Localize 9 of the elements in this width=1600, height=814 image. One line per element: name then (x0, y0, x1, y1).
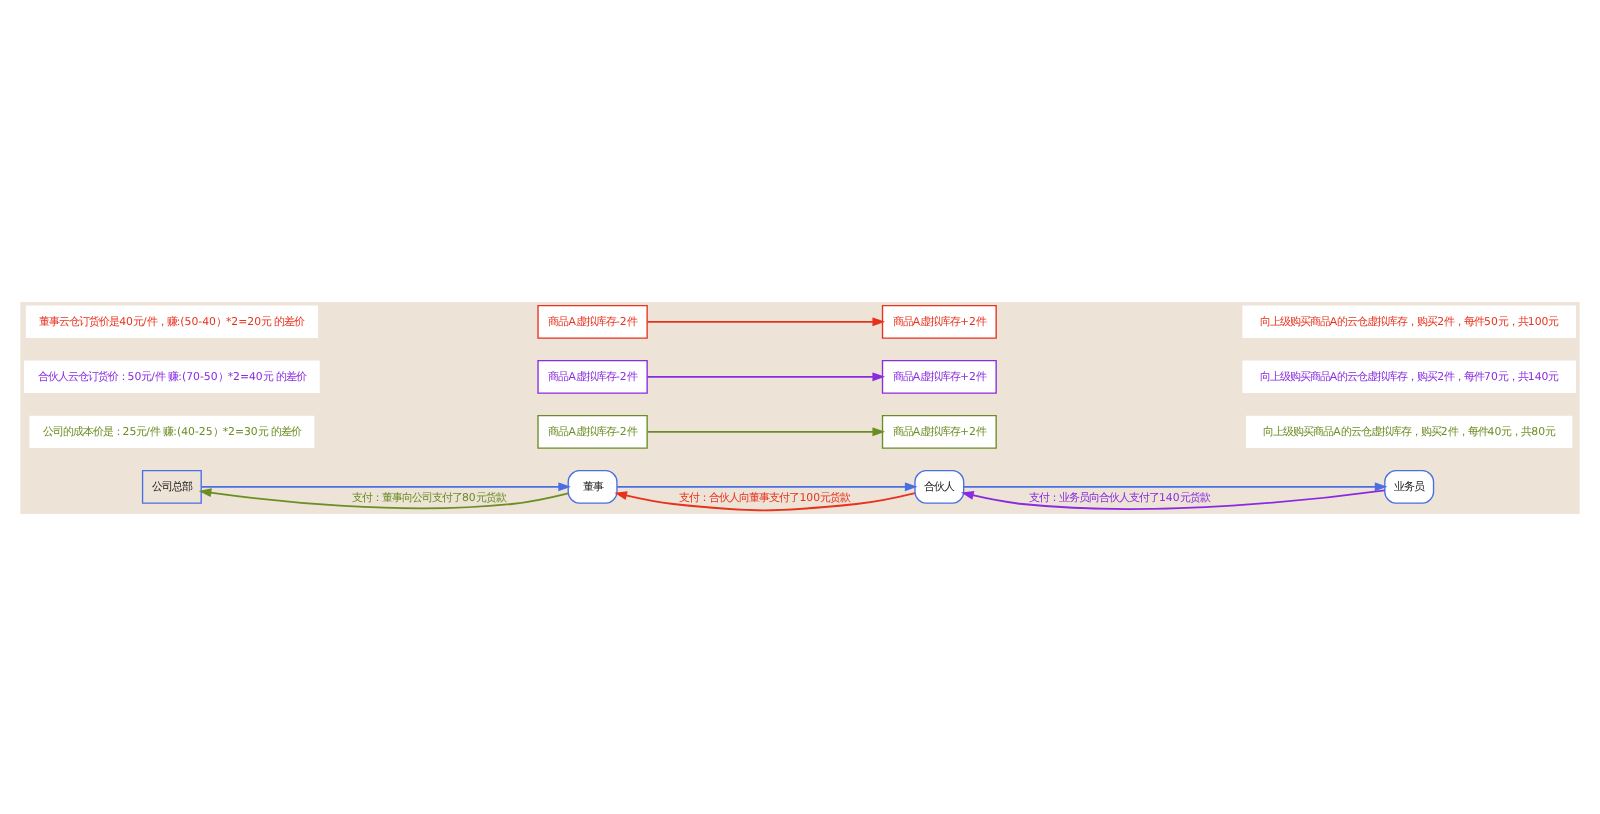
arrow (646, 316, 886, 326)
arrow (614, 490, 916, 511)
arrow (962, 481, 1388, 491)
arrow (646, 371, 886, 381)
arrow (198, 487, 570, 509)
arrow (616, 481, 918, 491)
arrow (961, 488, 1386, 509)
arrow (646, 426, 886, 436)
arrow (200, 481, 571, 491)
